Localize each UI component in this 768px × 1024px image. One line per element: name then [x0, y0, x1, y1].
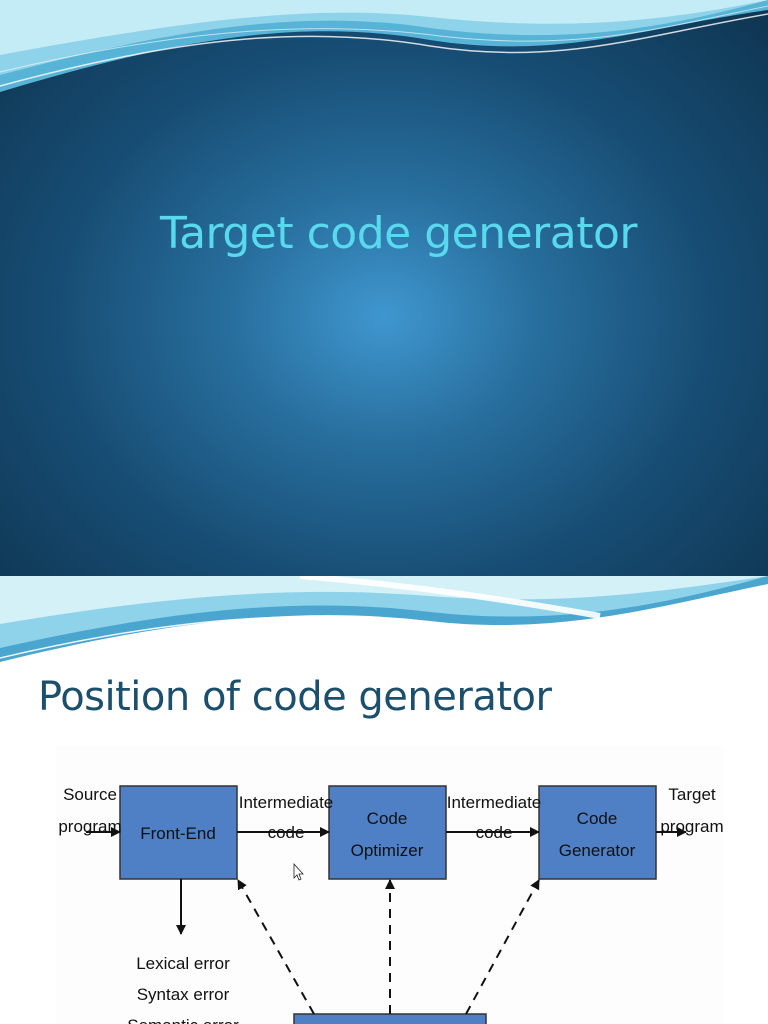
intermediate-code-label-2-line2: code [476, 823, 513, 842]
top-wave-decoration [0, 0, 768, 92]
code-generator-label-line1: Code [577, 809, 618, 828]
code-optimizer-label-line1: Code [367, 809, 408, 828]
intermediate-code-label-1-line2: code [268, 823, 305, 842]
intermediate-code-label-2-line1: Intermediate [447, 793, 542, 812]
front-end-box [119, 785, 238, 880]
intermediate-code-label-1-line1: Intermediate [239, 793, 334, 812]
code-generator-box [538, 785, 657, 880]
compiler-pipeline-diagram: Front-End Code Optimizer Code Generator … [56, 746, 724, 1024]
symbol-to-generator-arrow [465, 879, 540, 1015]
source-label-line2: program [58, 817, 121, 836]
content-slide: Position of code generator Front-End Cod… [0, 576, 768, 1024]
mouse-cursor-icon [293, 862, 304, 881]
code-generator-label-line2: Generator [559, 841, 636, 860]
target-label-line1: Target [668, 785, 716, 804]
code-optimizer-box [328, 785, 447, 880]
error-label: Syntax error [137, 985, 230, 1004]
slide-title: Position of code generator [38, 674, 552, 720]
code-optimizer-label-line2: Optimizer [351, 841, 424, 860]
source-label-line1: Source [63, 785, 117, 804]
top-wave-decoration [0, 576, 768, 662]
target-label-line2: program [660, 817, 723, 836]
error-label: Lexical error [136, 954, 230, 973]
error-label: Semantic error [127, 1016, 239, 1024]
symbol-table-box [293, 1013, 487, 1024]
slide-title: Target code generator [160, 208, 637, 259]
title-slide: Target code generator [0, 0, 768, 576]
front-end-label: Front-End [140, 824, 216, 843]
symbol-to-front-end-arrow [237, 879, 315, 1015]
